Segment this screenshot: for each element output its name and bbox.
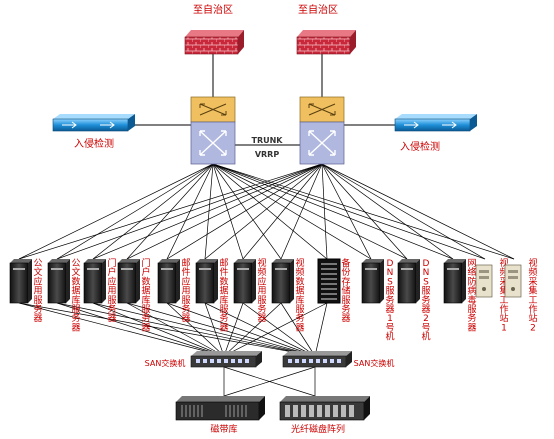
tape-library-icon <box>175 396 265 421</box>
tape-library-label: 磁带库 <box>210 423 237 435</box>
uplink-line <box>321 163 454 260</box>
uplink-line <box>126 163 323 260</box>
region-label-right: 至自治区 <box>298 3 338 16</box>
server-label: 邮件数据库服务器 <box>219 257 228 333</box>
san-switch-left-icon <box>190 351 262 368</box>
uplink-line <box>321 163 372 260</box>
ids-label-left: 入侵检测 <box>74 137 114 150</box>
ids-right-icon <box>394 114 477 132</box>
san-link-line <box>166 302 316 357</box>
san-link-line <box>56 302 316 357</box>
server-icon <box>271 259 294 304</box>
server-icon <box>475 264 493 298</box>
san-link-line <box>126 302 225 357</box>
trunk-label: TRUNK <box>251 136 283 145</box>
uplink-line <box>18 163 214 260</box>
san-link-line <box>314 302 328 357</box>
san-label-right: SAN交换机 <box>354 358 395 368</box>
uplink-line <box>212 163 328 260</box>
san-link-line <box>223 302 328 357</box>
server-label: 门户数据库服务器 <box>141 257 150 333</box>
san-link-line <box>92 302 225 357</box>
uplink-line <box>212 163 372 260</box>
uplink-line <box>321 163 486 260</box>
uplink-line <box>56 163 214 260</box>
core-switch-left-icon <box>190 96 236 165</box>
server-label: 公文应用服务器 <box>33 258 42 324</box>
san-link-line <box>204 302 225 357</box>
uplink-line <box>321 163 515 260</box>
server-icon <box>117 259 140 304</box>
server-icon <box>157 259 180 304</box>
server-label: 网络防病毒服务器 <box>467 258 476 333</box>
server-label: 邮件应用服务器 <box>181 257 190 324</box>
uplink-line <box>280 163 323 260</box>
san-link-line <box>280 302 316 357</box>
san-link-line <box>56 302 225 357</box>
uplink-line <box>166 163 214 260</box>
ids-left-icon <box>52 114 135 132</box>
san-link-line <box>223 302 244 357</box>
server-icon <box>233 259 256 304</box>
server-icon <box>195 259 218 304</box>
uplink-line <box>56 163 323 260</box>
server-icon <box>47 259 70 304</box>
server-icon <box>9 259 32 304</box>
server-icon <box>443 259 466 304</box>
firewall-left-icon <box>184 30 244 55</box>
uplink-line <box>212 163 454 260</box>
uplink-line <box>166 163 323 260</box>
uplink-line <box>242 163 323 260</box>
disk-array-icon <box>279 396 370 421</box>
region-label-left: 至自治区 <box>193 3 233 16</box>
uplink-line <box>92 163 214 260</box>
san-link-line <box>166 302 225 357</box>
uplink-line <box>212 163 244 260</box>
connection-lines <box>18 163 515 357</box>
server-icon <box>397 259 420 304</box>
server-label: 视频数据库服务器 <box>295 257 304 333</box>
server-icon <box>361 259 384 304</box>
san-link-line <box>204 302 316 357</box>
san-label-left: SAN交换机 <box>145 358 186 368</box>
uplink-line <box>18 163 323 260</box>
server-icon <box>504 264 522 298</box>
uplink-line <box>212 163 515 260</box>
uplink-line <box>204 163 323 260</box>
uplink-line <box>92 163 323 260</box>
uplink-line <box>212 163 282 260</box>
san-switch-right-icon <box>282 351 352 368</box>
san-link-line <box>18 302 225 357</box>
uplink-line <box>321 163 328 260</box>
san-link-line <box>126 302 316 357</box>
firewall-right-icon <box>296 30 356 55</box>
san-link-line <box>18 302 316 357</box>
storage-links <box>223 366 316 397</box>
uplink-line <box>212 163 408 260</box>
uplink-line <box>126 163 214 260</box>
core-switch-right-icon <box>299 96 345 165</box>
server-icon <box>317 258 341 304</box>
ids-label-right: 入侵检测 <box>400 140 440 153</box>
core-links <box>133 30 398 146</box>
server-label: 公文数据库服务器 <box>71 258 80 333</box>
san-link-line <box>223 302 282 357</box>
server-row: 公文应用服务器 公文数据库服务器 门户应用服务器 门户数据库服务器 邮件应用服务器 邮件数… <box>9 257 538 343</box>
server-icon <box>83 259 106 304</box>
vrrp-label: VRRP <box>255 150 280 159</box>
server-label: 备份存储服务器 <box>341 257 350 324</box>
san-link-line <box>242 302 316 357</box>
uplink-line <box>204 163 214 260</box>
uplink-line <box>212 163 486 260</box>
disk-array-label: 光纤磁盘阵列 <box>291 423 345 435</box>
server-label: 视频应用服务器 <box>257 257 266 324</box>
server-label: 门户应用服务器 <box>107 257 116 324</box>
san-link-line <box>92 302 316 357</box>
